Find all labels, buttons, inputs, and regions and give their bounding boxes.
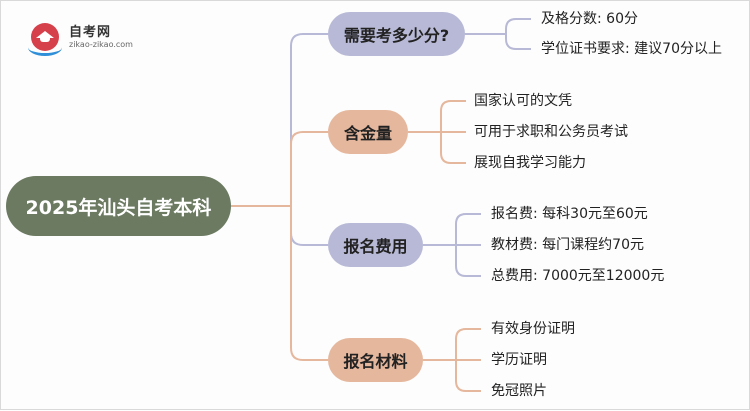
connector-b3-leaf3 (455, 245, 481, 277)
leaf-score-degree[interactable]: 学位证书要求: 建议70分以上 (541, 41, 722, 57)
leaf-materials-education[interactable]: 学历证明 (491, 352, 547, 368)
connector-root-b1 (290, 33, 328, 206)
graduation-cap-icon (31, 23, 59, 51)
connector-b3-leaf1 (455, 213, 481, 245)
connector-b2-leaf3 (440, 132, 466, 164)
leaf-score-pass[interactable]: 及格分数: 60分 (541, 11, 638, 27)
connector-b1-leaf2 (505, 34, 531, 50)
connector-root-b4 (290, 206, 328, 361)
connector-root-b3 (290, 206, 328, 246)
branch-node-fees[interactable]: 报名费用 (328, 223, 423, 267)
connector-root-b2 (290, 131, 328, 206)
leaf-value-selfstudy[interactable]: 展现自我学习能力 (474, 155, 586, 171)
leaf-value-recognized[interactable]: 国家认可的文凭 (474, 93, 572, 109)
logo-url: zikao-zikao.com (69, 40, 133, 49)
connector-b2-leaf1 (440, 100, 466, 132)
branch-node-score[interactable]: 需要考多少分? (328, 12, 465, 56)
connector-b1-leaf1 (505, 18, 531, 34)
branch-node-value[interactable]: 含金量 (328, 110, 408, 154)
leaf-fees-registration[interactable]: 报名费: 每科30元至60元 (491, 206, 648, 222)
root-node[interactable]: 2025年汕头自考本科 (6, 176, 231, 236)
leaf-materials-id[interactable]: 有效身份证明 (491, 321, 575, 337)
site-logo[interactable]: 自考网 zikao-zikao.com (28, 19, 141, 56)
logo-name: 自考网 (69, 25, 112, 40)
leaf-fees-textbook[interactable]: 教材费: 每门课程约70元 (491, 237, 644, 253)
leaf-value-career[interactable]: 可用于求职和公务员考试 (474, 124, 628, 140)
connector-b4-leaf1 (455, 328, 481, 360)
leaf-materials-photo[interactable]: 免冠照片 (491, 383, 547, 399)
connector-b4-leaf3 (455, 360, 481, 392)
branch-node-materials[interactable]: 报名材料 (328, 338, 423, 382)
logo-swoosh-icon (28, 39, 62, 56)
leaf-fees-total[interactable]: 总费用: 7000元至12000元 (491, 268, 665, 284)
